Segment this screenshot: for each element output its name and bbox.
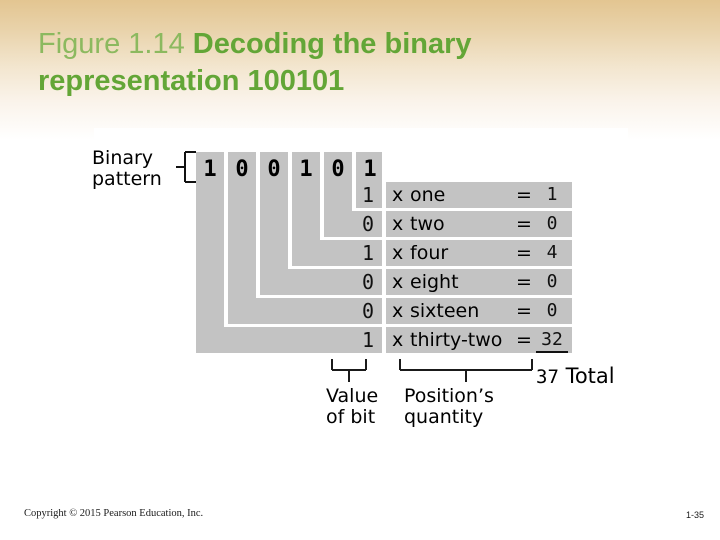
multiply-symbol-5: x: [392, 300, 404, 322]
equals-symbol-2: =: [516, 213, 532, 235]
row-result-4: 0: [546, 271, 558, 292]
binary-pattern-bracket-icon: [176, 150, 198, 184]
row-result-2: 0: [546, 213, 558, 234]
background-gradient-band: [0, 0, 720, 140]
row-result-6: 32: [536, 327, 568, 353]
row-bit-value-6: 1: [361, 328, 375, 352]
multiply-symbol-6: x: [392, 329, 404, 351]
caption-value-of-bit-line1: Value: [326, 385, 379, 407]
row-result-1: 1: [546, 184, 558, 205]
binary-digit-5: 1: [363, 157, 377, 182]
equation-row-1: x one = 1: [386, 182, 572, 208]
place-value-word-4: eight: [410, 271, 459, 293]
binary-pattern-label-line2: pattern: [92, 167, 162, 190]
binary-digit-4: 0: [331, 157, 345, 182]
equals-symbol-6: =: [516, 329, 532, 351]
multiply-symbol-2: x: [392, 213, 404, 235]
binary-digit-3: 1: [299, 157, 313, 182]
equation-row-4: x eight = 0: [386, 269, 572, 295]
caption-value-of-bit: Value of bit: [326, 386, 402, 427]
equation-row-5: x sixteen = 0: [386, 298, 572, 324]
row-result-5: 0: [546, 300, 558, 321]
multiply-symbol-1: x: [392, 184, 404, 206]
total-value: 37: [536, 366, 559, 388]
row-bit-value-2: 0: [361, 212, 375, 236]
row-bit-value-1: 1: [361, 183, 375, 207]
multiply-symbol-4: x: [392, 271, 404, 293]
equation-row-3: x four = 4: [386, 240, 572, 266]
binary-digit-1: 0: [235, 157, 249, 182]
page-title-text: Decoding the binary representation 10010…: [38, 28, 472, 98]
caption-positions-quantity: Position’s quantity: [404, 386, 534, 427]
place-value-word-5: sixteen: [410, 300, 480, 322]
row-bit-value-4: 0: [361, 270, 375, 294]
total-label: Total: [565, 364, 615, 388]
binary-pattern-label-line1: Binary: [92, 147, 154, 169]
page-title: Figure 1.14 Decoding the binary represen…: [38, 26, 678, 100]
multiply-symbol-3: x: [392, 242, 404, 264]
value-of-bit-bracket-icon: [330, 357, 368, 383]
place-value-word-6: thirty-two: [410, 329, 503, 351]
equals-symbol-3: =: [516, 242, 532, 264]
equation-row-2: x two = 0: [386, 211, 572, 237]
row-result-3: 4: [546, 242, 558, 263]
page-title-figure-number: Figure 1.14: [38, 28, 185, 60]
row-bit-value-3: 1: [361, 241, 375, 265]
binary-pattern-label: Binary pattern: [92, 148, 178, 189]
place-value-word-1: one: [410, 184, 446, 206]
place-value-word-3: four: [410, 242, 449, 264]
footer-copyright: Copyright © 2015 Pearson Education, Inc.: [24, 508, 204, 519]
binary-digit-2: 0: [267, 157, 281, 182]
equals-symbol-4: =: [516, 271, 532, 293]
caption-value-of-bit-line2: of bit: [326, 405, 376, 428]
equals-symbol-5: =: [516, 300, 532, 322]
footer-page-number: 1-35: [685, 510, 704, 520]
binary-digit-0: 1: [203, 157, 217, 182]
total-readout: 37 Total: [536, 364, 615, 388]
equals-symbol-1: =: [516, 184, 532, 206]
caption-positions-quantity-line2: quantity: [404, 405, 484, 428]
caption-positions-quantity-line1: Position’s: [404, 385, 494, 407]
row-bit-value-5: 0: [361, 299, 375, 323]
equation-row-6: x thirty-two = 32: [386, 327, 572, 353]
positions-quantity-bracket-icon: [398, 357, 534, 383]
place-value-word-2: two: [410, 213, 445, 235]
